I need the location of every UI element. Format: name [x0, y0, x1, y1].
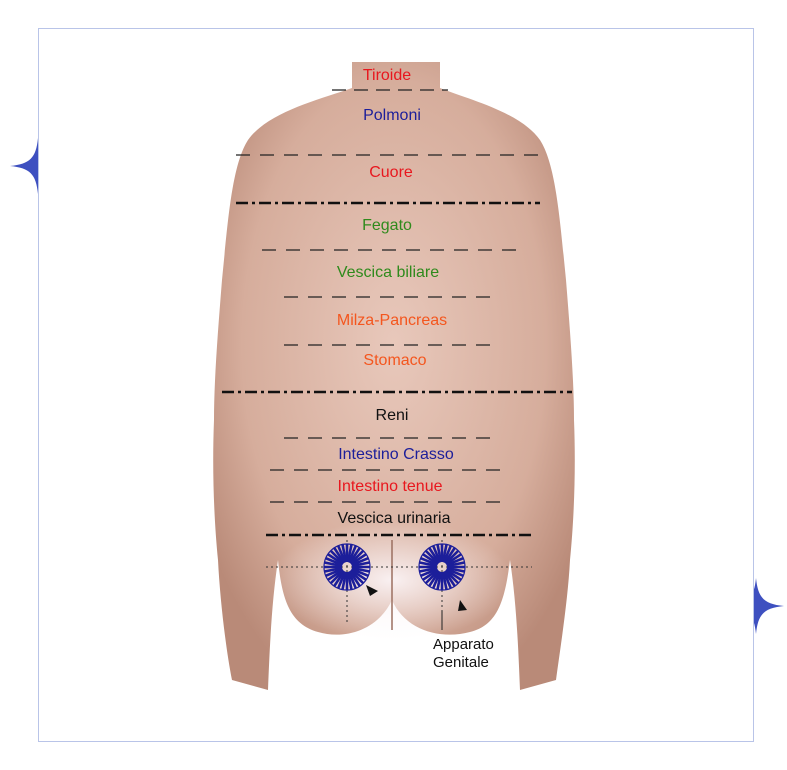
- body-silhouette: [213, 62, 575, 690]
- zone-label-vescica-biliare: Vescica biliare: [336, 264, 440, 281]
- zone-label-intestino-crasso: Intestino Crasso: [338, 446, 454, 463]
- zone-label-reni: Reni: [375, 407, 409, 424]
- zone-label-vescica-urinaria: Vescica urinaria: [337, 510, 451, 527]
- arrow-pointer-icon: [366, 585, 378, 596]
- arrow-pointer-icon: [458, 600, 467, 611]
- zone-label-cuore: Cuore: [369, 164, 413, 181]
- zone-label-intestino-tenue: Intestino tenue: [337, 478, 443, 495]
- radial-target-icon: [323, 543, 371, 591]
- zone-label-milza-pancreas: Milza-Pancreas: [336, 312, 448, 329]
- genital-label-line2: Genitale: [433, 654, 489, 671]
- radial-target-icon: [418, 543, 466, 591]
- zone-label-stomaco: Stomaco: [363, 352, 427, 369]
- zone-label-tiroide: Tiroide: [362, 67, 412, 84]
- genital-label: Apparato Genitale: [433, 636, 494, 672]
- genital-label-line1: Apparato: [433, 636, 494, 653]
- zone-label-fegato: Fegato: [362, 217, 412, 234]
- zone-label-polmoni: Polmoni: [363, 107, 421, 124]
- four-point-star-icon: [728, 578, 784, 634]
